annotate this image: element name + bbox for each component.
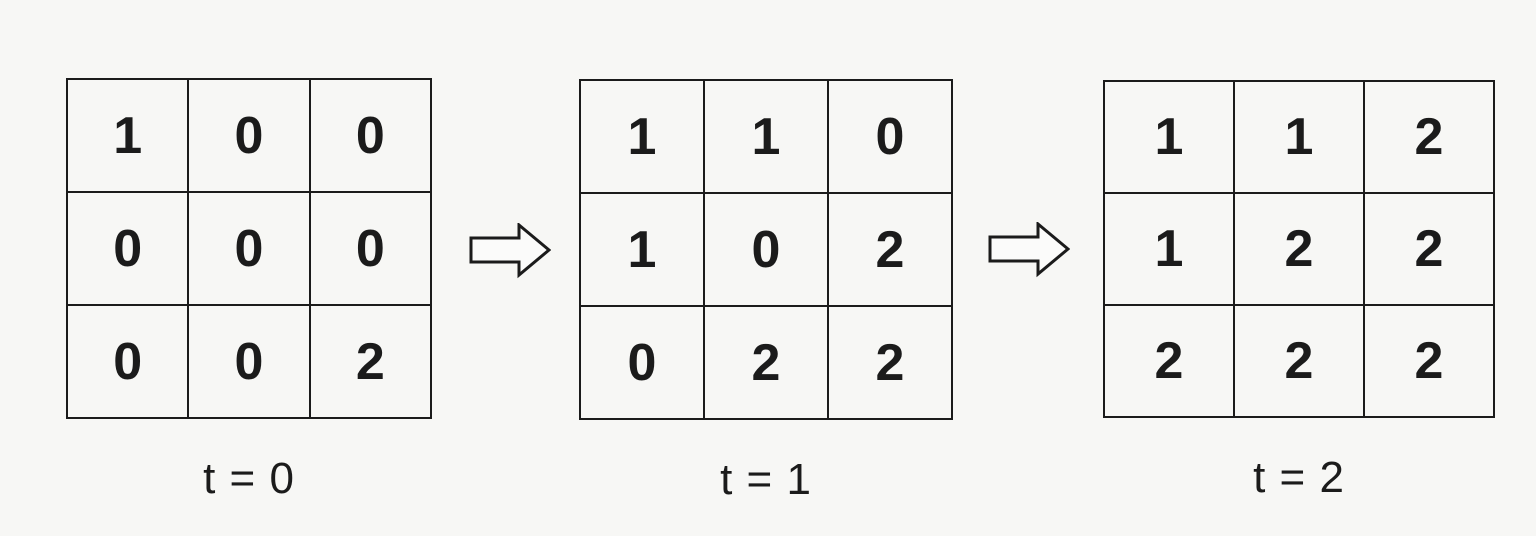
grid-cell: 0 [580, 306, 704, 419]
grid-cell: 0 [188, 192, 310, 305]
grid-panel-t0: 1 0 0 0 0 0 0 0 2 t = 0 [66, 78, 432, 501]
grid-cell: 2 [309, 305, 431, 418]
grid-cell: 2 [828, 306, 952, 419]
grid-cell: 2 [1364, 305, 1494, 417]
grid-cell: 1 [580, 193, 704, 306]
grid-panel-t2: 1 1 2 1 2 2 2 2 2 t = 2 [1103, 80, 1495, 500]
grid-cell: 1 [1104, 193, 1234, 305]
grid-cell: 1 [704, 80, 828, 193]
transition-arrow-icon [469, 223, 551, 279]
grid-cell: 2 [1364, 193, 1494, 305]
grid-cell: 0 [309, 79, 431, 192]
grid-cell: 1 [580, 80, 704, 193]
grid-cell: 2 [704, 306, 828, 419]
grid-cell: 1 [67, 79, 189, 192]
grid-cell: 0 [704, 193, 828, 306]
transition-arrow-icon [988, 222, 1070, 278]
grid-cell: 2 [1234, 305, 1364, 417]
grid-cell: 2 [1364, 81, 1494, 193]
grid-cell: 0 [188, 305, 310, 418]
grid-label-t2: t = 2 [1253, 453, 1345, 502]
grid-panel-t1: 1 1 0 1 0 2 0 2 2 t = 1 [579, 79, 953, 502]
grid-cell: 1 [1104, 81, 1234, 193]
grid-cell: 2 [828, 193, 952, 306]
grid-cell: 1 [1234, 81, 1364, 193]
grid-cell: 0 [828, 80, 952, 193]
state-grid-t2: 1 1 2 1 2 2 2 2 2 [1103, 80, 1495, 418]
grid-cell: 0 [309, 192, 431, 305]
state-grid-t1: 1 1 0 1 0 2 0 2 2 [579, 79, 953, 420]
state-grid-t0: 1 0 0 0 0 0 0 0 2 [66, 78, 432, 419]
grid-cell: 0 [67, 192, 189, 305]
grid-label-t1: t = 1 [720, 455, 812, 504]
grid-cell: 2 [1234, 193, 1364, 305]
grid-label-t0: t = 0 [203, 454, 295, 503]
grid-cell: 2 [1104, 305, 1234, 417]
grid-cell: 0 [67, 305, 189, 418]
grid-cell: 0 [188, 79, 310, 192]
